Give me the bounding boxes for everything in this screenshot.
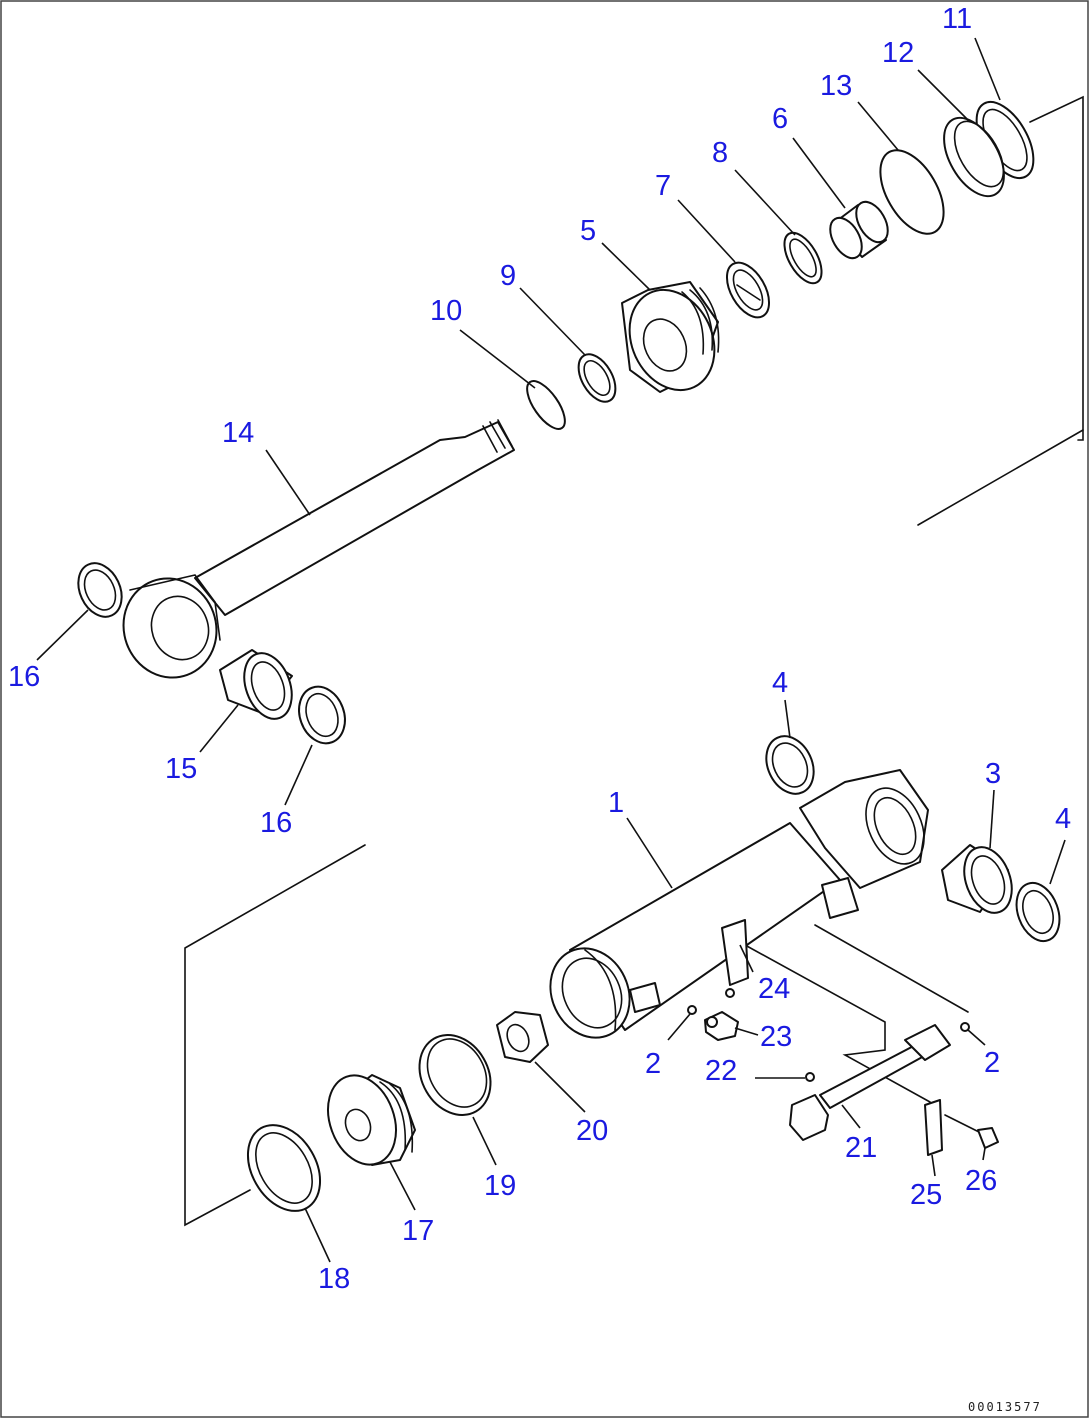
leader-lines — [36, 37, 1066, 1263]
part-6-bushing — [829, 200, 889, 260]
part-9-ring — [577, 353, 617, 403]
part-26-bolt — [944, 1114, 999, 1149]
part-7-bushing — [725, 261, 771, 319]
part-4-seal-right — [1015, 881, 1061, 943]
part-13-ring — [879, 149, 945, 235]
label-part-3: 3 — [985, 758, 1001, 790]
part-21-tube — [789, 1024, 951, 1141]
part-17-cylinder-head — [327, 1074, 416, 1166]
label-part-18: 18 — [318, 1263, 350, 1295]
part-15-bushing — [219, 649, 293, 720]
part-3-bushing — [941, 844, 1013, 914]
label-part-26: 26 — [965, 1165, 997, 1197]
part-20-nut — [496, 1011, 549, 1063]
drawing-number: 00013577 — [968, 1400, 1042, 1414]
part-5-piston — [621, 281, 720, 393]
label-part-16-bottom: 16 — [260, 807, 292, 839]
label-part-11: 11 — [942, 3, 972, 35]
label-part-17: 17 — [402, 1215, 434, 1247]
part-12-ring — [943, 116, 1005, 198]
part-23-elbow-fitting — [704, 1011, 739, 1041]
label-part-1: 1 — [608, 787, 624, 819]
label-part-12: 12 — [882, 37, 914, 69]
label-part-21: 21 — [845, 1132, 877, 1164]
label-part-22: 22 — [705, 1055, 737, 1087]
part-19-ring — [418, 1034, 492, 1116]
label-part-16-left: 16 — [8, 661, 40, 693]
label-part-24: 24 — [758, 973, 790, 1005]
label-part-2-left: 2 — [645, 1048, 661, 1080]
label-part-14: 14 — [222, 417, 254, 449]
label-part-2-right: 2 — [984, 1047, 1000, 1079]
label-part-20: 20 — [576, 1115, 608, 1147]
label-part-19: 19 — [484, 1170, 516, 1202]
guide-lines — [184, 95, 1084, 1227]
part-8-ring — [783, 231, 823, 285]
label-part-15: 15 — [165, 753, 197, 785]
label-part-4-top: 4 — [772, 667, 788, 699]
part-labels: 11 12 13 6 8 7 5 9 10 14 16 15 16 4 3 4 … — [8, 3, 1071, 1295]
label-part-25: 25 — [910, 1179, 942, 1211]
label-part-5: 5 — [580, 215, 596, 247]
label-part-23: 23 — [760, 1021, 792, 1053]
part-2-o-ring-small — [687, 988, 970, 1082]
label-part-4-right: 4 — [1055, 803, 1071, 835]
label-part-13: 13 — [820, 70, 852, 102]
part-18-seal — [246, 1124, 322, 1212]
part-16-seal-left — [77, 562, 123, 618]
part-16-seal-bottom — [298, 685, 346, 745]
label-part-9: 9 — [500, 260, 516, 292]
label-part-8: 8 — [712, 137, 728, 169]
part-25-clamp — [924, 1099, 943, 1156]
label-part-7: 7 — [655, 170, 671, 202]
label-part-10: 10 — [430, 295, 462, 327]
label-part-6: 6 — [772, 103, 788, 135]
part-4-seal-top — [765, 735, 815, 795]
part-1-cylinder-tube — [549, 769, 929, 1039]
part-10-ring — [526, 380, 566, 430]
part-14-piston-rod — [122, 419, 515, 679]
